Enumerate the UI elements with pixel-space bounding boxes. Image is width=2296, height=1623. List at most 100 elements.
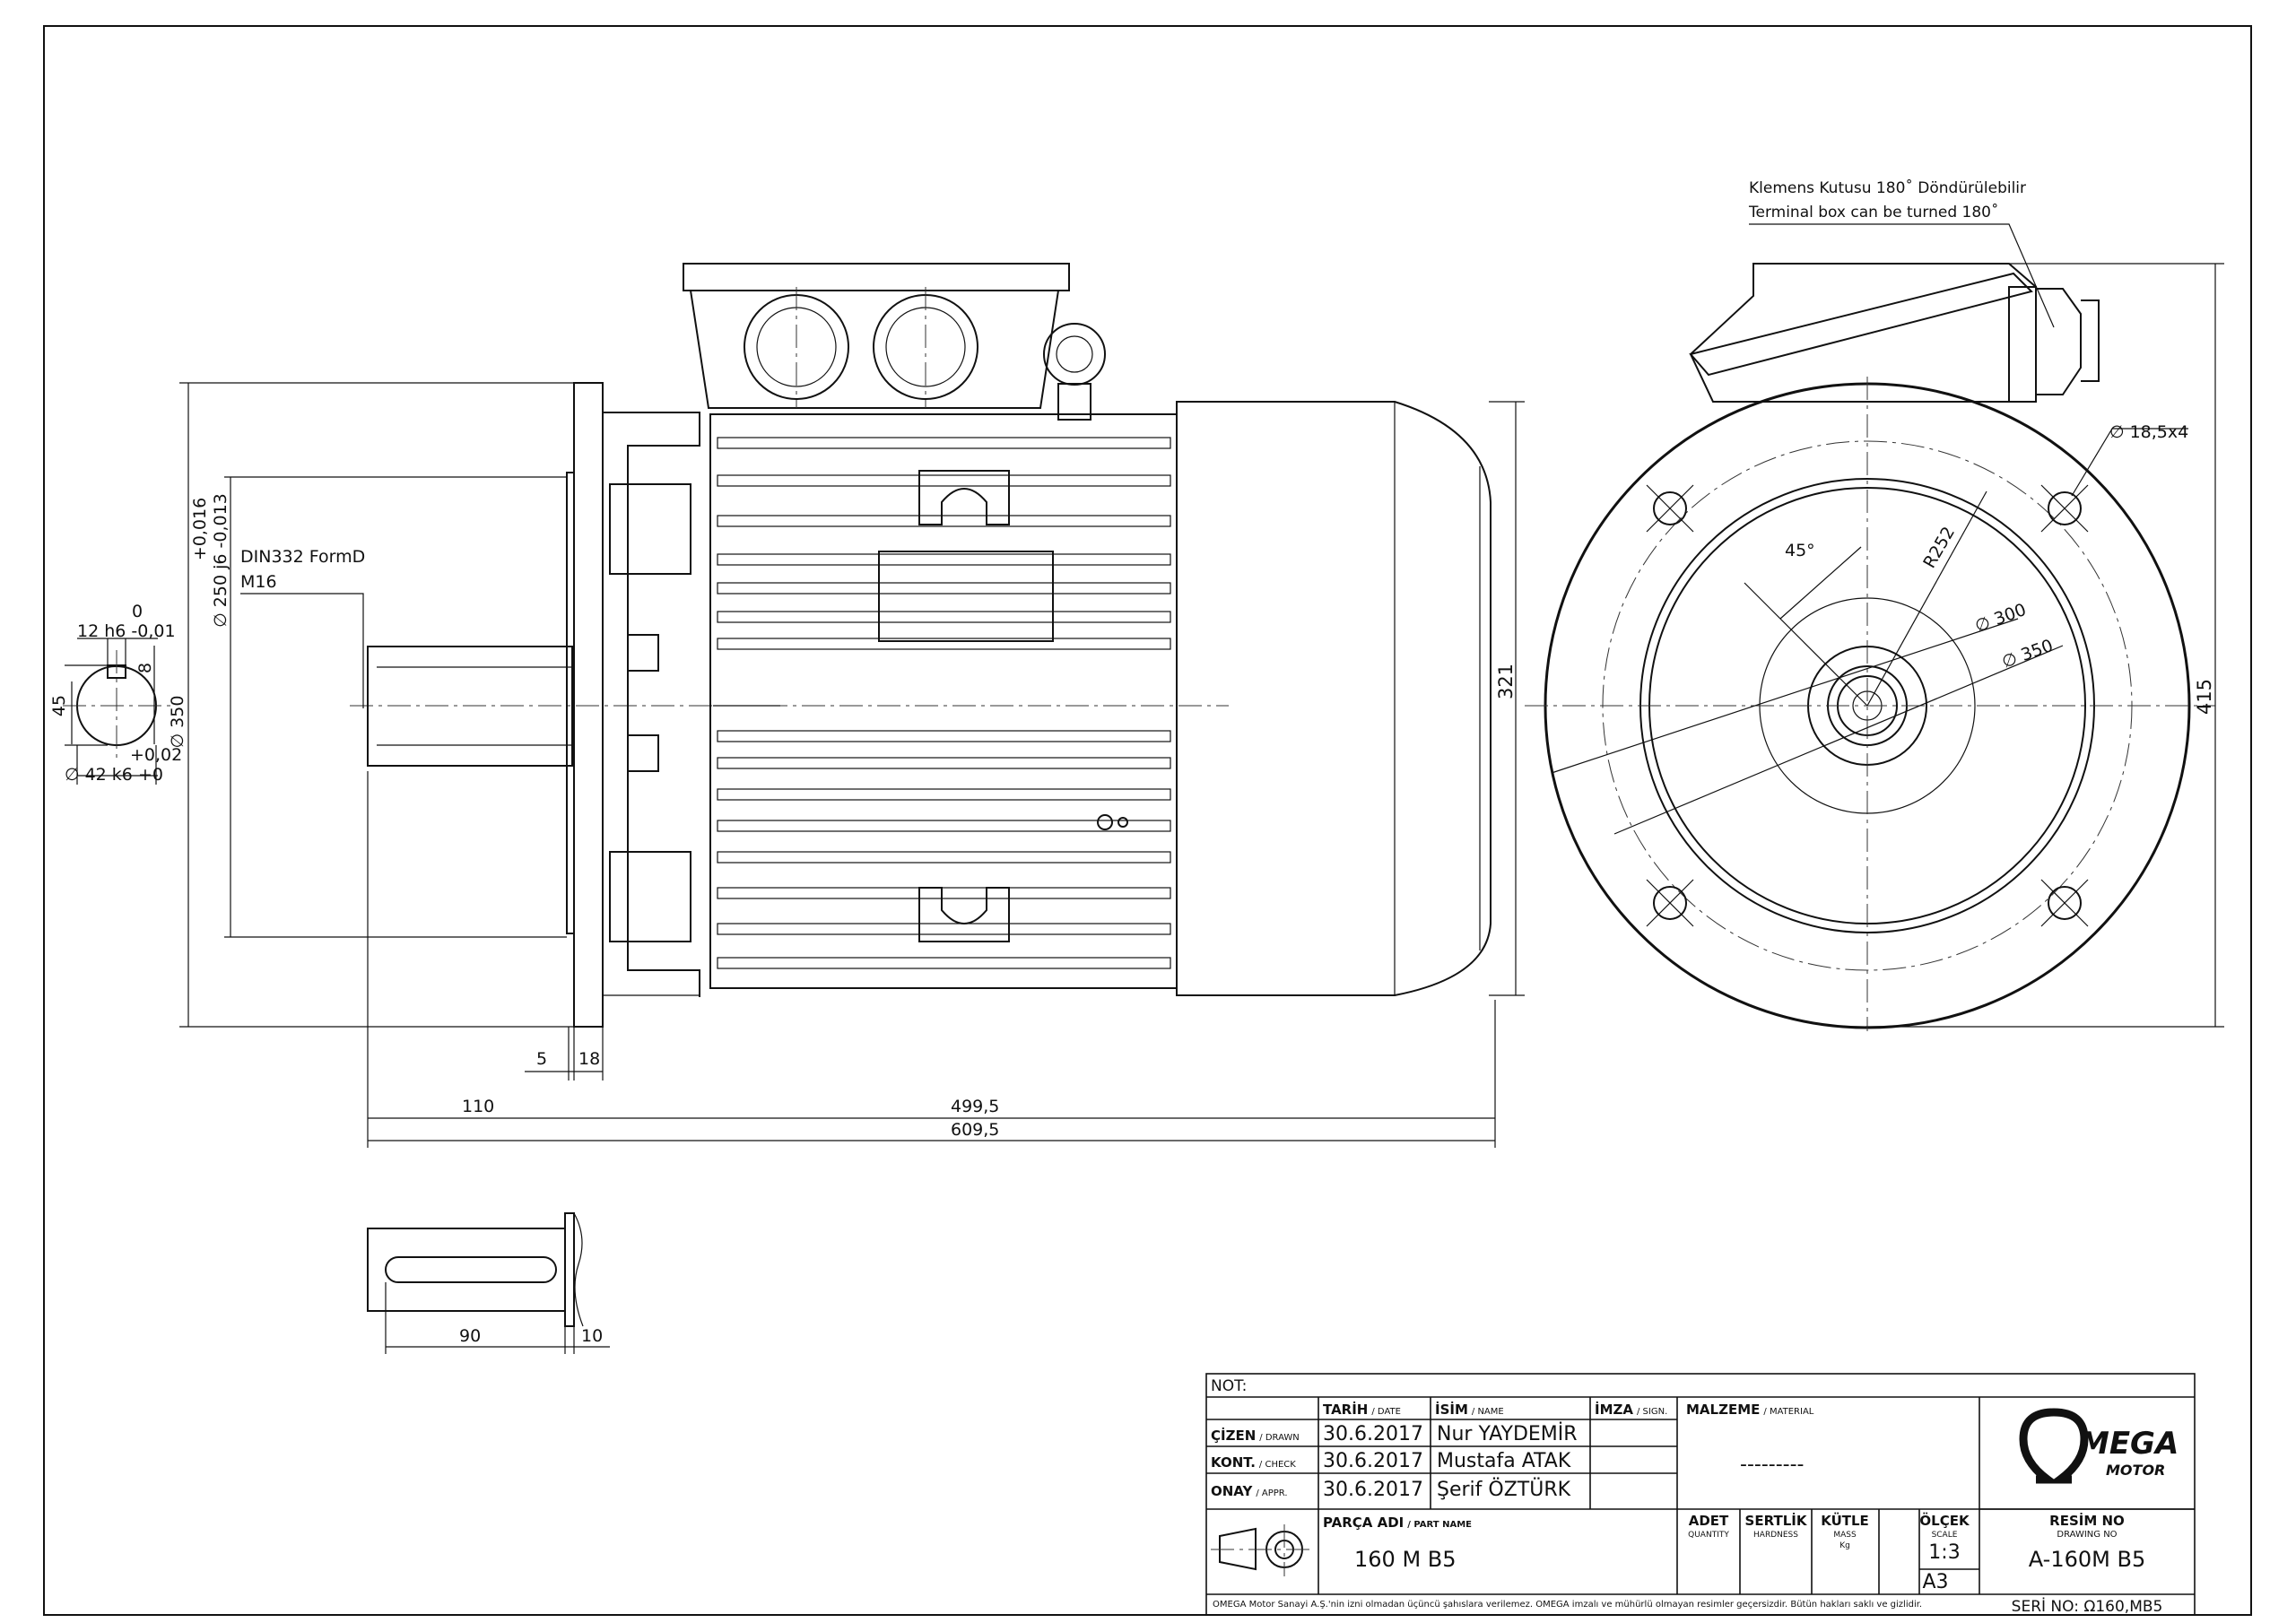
shaft-section: 45 0 12 h6 -0,01 8 ∅ 350 +0,02 ∅ 42 k6 +… bbox=[49, 602, 187, 785]
mass-unit: Kg bbox=[1839, 1541, 1850, 1550]
fan-cover bbox=[1176, 401, 1492, 996]
row-check-name: Mustafa ATAK bbox=[1437, 1450, 1571, 1472]
cooling-fin bbox=[717, 474, 1171, 487]
row-appr-date: 30.6.2017 bbox=[1323, 1479, 1423, 1501]
shaft-keyway-detail: 90 10 bbox=[367, 1212, 610, 1354]
terminal-box bbox=[683, 263, 1106, 421]
dim-45: 45 bbox=[49, 695, 69, 716]
cooling-fin bbox=[717, 923, 1171, 935]
projection-symbol-icon bbox=[1211, 1524, 1309, 1576]
dim-250-j6: ∅ 250 j6 -0,013 bbox=[211, 493, 230, 628]
front-terminal-box bbox=[1689, 263, 2100, 403]
drawing-no-label-en: DRAWING NO bbox=[2057, 1530, 2117, 1540]
cooling-fin bbox=[717, 730, 1171, 742]
cooling-fin bbox=[717, 553, 1171, 566]
cooling-fin bbox=[717, 887, 1171, 899]
drawing-no-value: A-160M B5 bbox=[2029, 1547, 2145, 1572]
scale-value: 1:3 bbox=[1928, 1541, 1960, 1564]
row-appr-name: Şerif ÖZTÜRK bbox=[1437, 1478, 1571, 1501]
cooling-fin bbox=[717, 611, 1171, 623]
hardness-label: SERTLİK bbox=[1745, 1512, 1808, 1529]
material-value: --------- bbox=[1740, 1454, 1804, 1476]
dim-18: 18 bbox=[578, 1049, 600, 1069]
bolt-hole-center bbox=[2040, 484, 2089, 533]
cooling-fin bbox=[717, 515, 1171, 527]
scale-label: ÖLÇEK bbox=[1919, 1512, 1970, 1529]
paper-size: A3 bbox=[1922, 1571, 1948, 1593]
scale-label-en: SCALE bbox=[1932, 1531, 1958, 1540]
bolt-hole-center bbox=[1646, 484, 1694, 533]
omega-logo: MEGA MOTOR bbox=[2019, 1408, 2179, 1484]
dim-tolerance-upper: +0,016 bbox=[190, 498, 210, 560]
bolt-hole bbox=[1653, 491, 1687, 525]
header-sign: İMZA/ SIGN. bbox=[1595, 1401, 1667, 1418]
dim-609-5: 609,5 bbox=[951, 1120, 999, 1140]
row-check-role: KONT./ CHECK bbox=[1211, 1454, 1296, 1471]
bolt-hole-center bbox=[1646, 879, 1694, 927]
part-name-label: PARÇA ADI/ PART NAME bbox=[1323, 1515, 1472, 1531]
title-block: NOT: TARİH/ DATE İSİM/ NAME İMZA/ SIGN. … bbox=[1205, 1373, 2196, 1616]
title-not-label: NOT: bbox=[1211, 1377, 1247, 1395]
bolt-hole bbox=[2048, 491, 2082, 525]
dim-r252: R252 bbox=[1919, 524, 1959, 572]
serial-no: SERİ NO: Ω160,MB5 bbox=[2012, 1597, 2163, 1616]
terminal-box-note: Klemens Kutusu 180˚ Döndürülebilir Termi… bbox=[1748, 178, 2055, 328]
dim-8: 8 bbox=[135, 663, 155, 673]
dim-din332: DIN332 FormD bbox=[240, 547, 365, 567]
dim-zero: 0 bbox=[132, 602, 143, 621]
bolt-hole-center bbox=[2040, 879, 2089, 927]
qty-label-en: QUANTITY bbox=[1688, 1531, 1729, 1540]
bolt-hole bbox=[1653, 886, 1687, 920]
flange bbox=[566, 382, 700, 1028]
mass-label-en: MASS bbox=[1833, 1531, 1857, 1540]
row-check-date: 30.6.2017 bbox=[1323, 1450, 1423, 1472]
dim-110: 110 bbox=[462, 1097, 494, 1116]
cooling-fin bbox=[717, 820, 1171, 832]
dim-415: 415 bbox=[2194, 679, 2215, 715]
mass-label: KÜTLE bbox=[1821, 1512, 1869, 1529]
dim-12-h6: 12 h6 -0,01 bbox=[77, 621, 176, 641]
dim-10: 10 bbox=[581, 1326, 603, 1346]
dim-499-5: 499,5 bbox=[951, 1097, 999, 1116]
dim-321: 321 bbox=[1495, 664, 1517, 699]
cooling-fin bbox=[717, 437, 1171, 449]
row-appr-role: ONAY/ APPR. bbox=[1211, 1483, 1288, 1499]
cooling-fin bbox=[717, 788, 1171, 801]
dim-350-left: ∅ 350 bbox=[168, 696, 187, 749]
front-view: 415 45° R252 ∅ 300 ∅ 350 ∅ 18,5x4 bbox=[1525, 263, 2224, 1031]
cooling-fin bbox=[717, 582, 1171, 595]
dim-42-k6: ∅ 42 k6 +0 bbox=[65, 765, 163, 785]
header-date: TARİH/ DATE bbox=[1323, 1401, 1401, 1418]
drawing-frame bbox=[43, 25, 2252, 1616]
dim-tolerance-002: +0,02 bbox=[130, 745, 182, 765]
logo-text-top: MEGA bbox=[2079, 1426, 2179, 1462]
hardness-label-en: HARDNESS bbox=[1753, 1531, 1798, 1540]
row-drawn-role: ÇİZEN/ DRAWN bbox=[1211, 1427, 1300, 1444]
motor-body bbox=[709, 413, 1178, 989]
note-terminal-tr: Klemens Kutusu 180˚ Döndürülebilir bbox=[1749, 178, 2026, 197]
footer-notice: OMEGA Motor Sanayi A.Ş.'nin izni olmadan… bbox=[1213, 1600, 1922, 1610]
cooling-fin bbox=[717, 638, 1171, 650]
qty-label: ADET bbox=[1689, 1513, 1729, 1529]
dim-m16: M16 bbox=[240, 572, 277, 592]
cooling-fin bbox=[717, 957, 1171, 969]
bolt-hole bbox=[2048, 886, 2082, 920]
header-material: MALZEME/ MATERIAL bbox=[1686, 1402, 1814, 1418]
cooling-fin bbox=[717, 851, 1171, 864]
dim-300: ∅ 300 bbox=[1972, 600, 2029, 637]
shaft bbox=[367, 646, 573, 767]
side-view-dimensions: 321 +0,016 ∅ 250 j6 -0,013 DIN332 FormD … bbox=[179, 382, 1525, 1148]
dim-90: 90 bbox=[459, 1326, 481, 1346]
header-name: İSİM/ NAME bbox=[1435, 1401, 1504, 1418]
note-terminal-en: Terminal box can be turned 180˚ bbox=[1748, 203, 1998, 221]
dim-5: 5 bbox=[536, 1049, 547, 1069]
logo-text-bottom: MOTOR bbox=[2106, 1462, 2165, 1479]
side-view bbox=[350, 263, 1492, 1028]
dim-45-degree: 45° bbox=[1785, 541, 1815, 560]
dim-hole-pattern: ∅ 18,5x4 bbox=[2109, 422, 2188, 442]
dim-350-front: ∅ 350 bbox=[1999, 636, 2056, 673]
part-name-value: 160 M B5 bbox=[1354, 1547, 1457, 1572]
cooling-fin bbox=[717, 757, 1171, 769]
row-drawn-name: Nur YAYDEMİR bbox=[1437, 1422, 1578, 1445]
